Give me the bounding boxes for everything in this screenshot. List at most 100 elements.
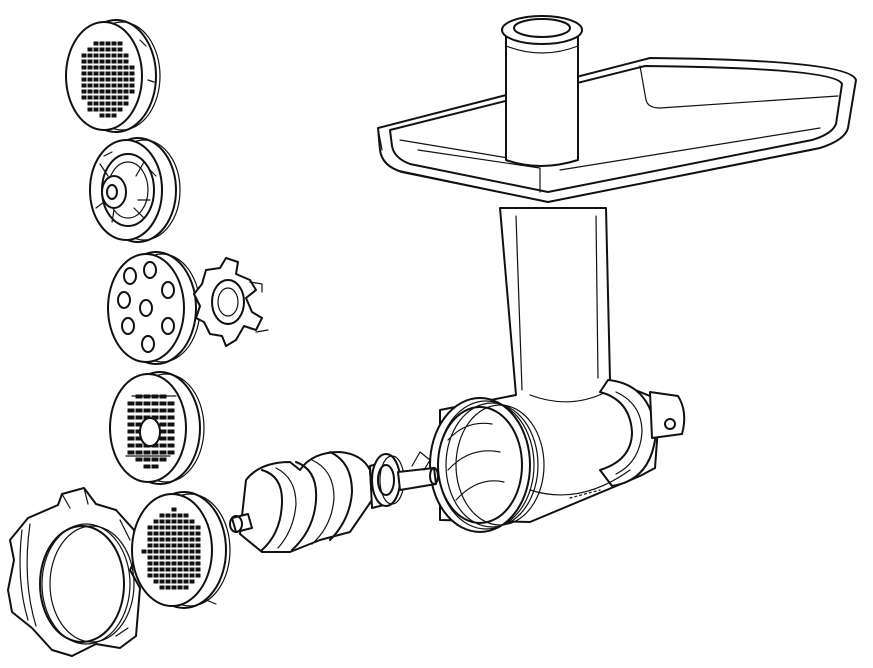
plate-hole: [111, 77, 117, 82]
plate-hole: [105, 95, 111, 100]
plate-hole: [159, 457, 167, 462]
plate-hole: [165, 573, 171, 578]
plate-hole: [99, 71, 105, 76]
plate-hole: [183, 519, 189, 524]
plate-hole: [87, 47, 93, 52]
plate-hole: [111, 65, 117, 70]
plate-hole: [99, 41, 105, 46]
plate-hole: [111, 41, 117, 46]
plate-hole: [81, 59, 87, 64]
plate-hole: [177, 531, 183, 536]
plate-hole: [93, 53, 99, 58]
plate-hole: [117, 77, 123, 82]
plate-hole: [105, 59, 111, 64]
plate-hole: [171, 531, 177, 536]
plate-hole: [87, 107, 93, 112]
plate-hole: [105, 101, 111, 106]
plate-hole: [153, 525, 159, 530]
plate-hole: [87, 71, 93, 76]
plate-hole: [135, 443, 143, 448]
plate-hole: [189, 579, 195, 584]
plate-hole: [111, 89, 117, 94]
plate-hole: [87, 83, 93, 88]
plate-hole: [129, 71, 135, 76]
plate-hole: [177, 555, 183, 560]
plate-hole: [105, 53, 111, 58]
plate-hole: [81, 95, 87, 100]
plate-hole: [105, 89, 111, 94]
plate-hole: [111, 83, 117, 88]
plate-hole: [151, 457, 159, 462]
plate-hole: [87, 53, 93, 58]
plate-hole: [129, 65, 135, 70]
plate-hole: [167, 429, 175, 434]
plate-hole: [189, 537, 195, 542]
plate-hole: [87, 89, 93, 94]
plate-hole: [183, 585, 189, 590]
plate-hole: [111, 113, 117, 118]
retaining-ring: [7, 487, 141, 657]
plate-hole: [171, 525, 177, 530]
plate-hole: [159, 561, 165, 566]
plate-hole: [159, 585, 165, 590]
sausage-plate-and-cross-knife: [107, 251, 269, 365]
plate-hole: [171, 573, 177, 578]
plate-hole: [105, 107, 111, 112]
plate-hole: [177, 585, 183, 590]
plate-hole: [183, 573, 189, 578]
plate-hole: [159, 450, 167, 455]
plate-hole: [105, 41, 111, 46]
plate-hole: [123, 83, 129, 88]
plate-hole: [147, 537, 153, 542]
plate-hole: [167, 436, 175, 441]
plate-hole: [153, 555, 159, 560]
plate-hole: [159, 401, 167, 406]
plate-hole: [159, 443, 167, 448]
plate-hole: [111, 47, 117, 52]
plate-hole: [105, 77, 111, 82]
plate-hole: [171, 507, 177, 512]
plate-hole: [87, 65, 93, 70]
plate-hole: [143, 450, 151, 455]
plate-hole: [117, 95, 123, 100]
plate-hole: [171, 585, 177, 590]
plate-hole: [177, 579, 183, 584]
plate-hole: [143, 408, 151, 413]
plate-hole: [93, 71, 99, 76]
plate-hole: [117, 47, 123, 52]
plate-hole: [143, 401, 151, 406]
plate-hole: [153, 561, 159, 566]
plate-hole: [153, 519, 159, 524]
medium-grinding-plate: [109, 371, 205, 485]
plate-hole: [177, 567, 183, 572]
plate-hole: [151, 450, 159, 455]
food-tray: [377, 57, 857, 203]
plate-hole: [165, 549, 171, 554]
plate-hole: [99, 53, 105, 58]
plate-hole: [93, 41, 99, 46]
plate-hole: [127, 436, 135, 441]
plate-hole: [93, 77, 99, 82]
plate-hole: [171, 555, 177, 560]
plate-hole: [195, 543, 201, 548]
plate-hole: [111, 59, 117, 64]
plate-hole: [93, 83, 99, 88]
plate-hole: [153, 567, 159, 572]
plate-hole: [81, 53, 87, 58]
plate-hole: [167, 422, 175, 427]
plate-hole: [117, 101, 123, 106]
plate-hole: [165, 585, 171, 590]
plate-hole: [123, 89, 129, 94]
plate-hole: [183, 549, 189, 554]
plate-hole: [183, 579, 189, 584]
coarse-grinding-plate: [131, 491, 231, 609]
plate-hole: [105, 83, 111, 88]
plate-hole: [93, 95, 99, 100]
plate-hole: [159, 543, 165, 548]
plate-hole: [105, 71, 111, 76]
plate-hole: [147, 561, 153, 566]
plate-hole: [165, 561, 171, 566]
plate-hole: [117, 89, 123, 94]
plate-hole: [99, 47, 105, 52]
plate-hole: [135, 408, 143, 413]
